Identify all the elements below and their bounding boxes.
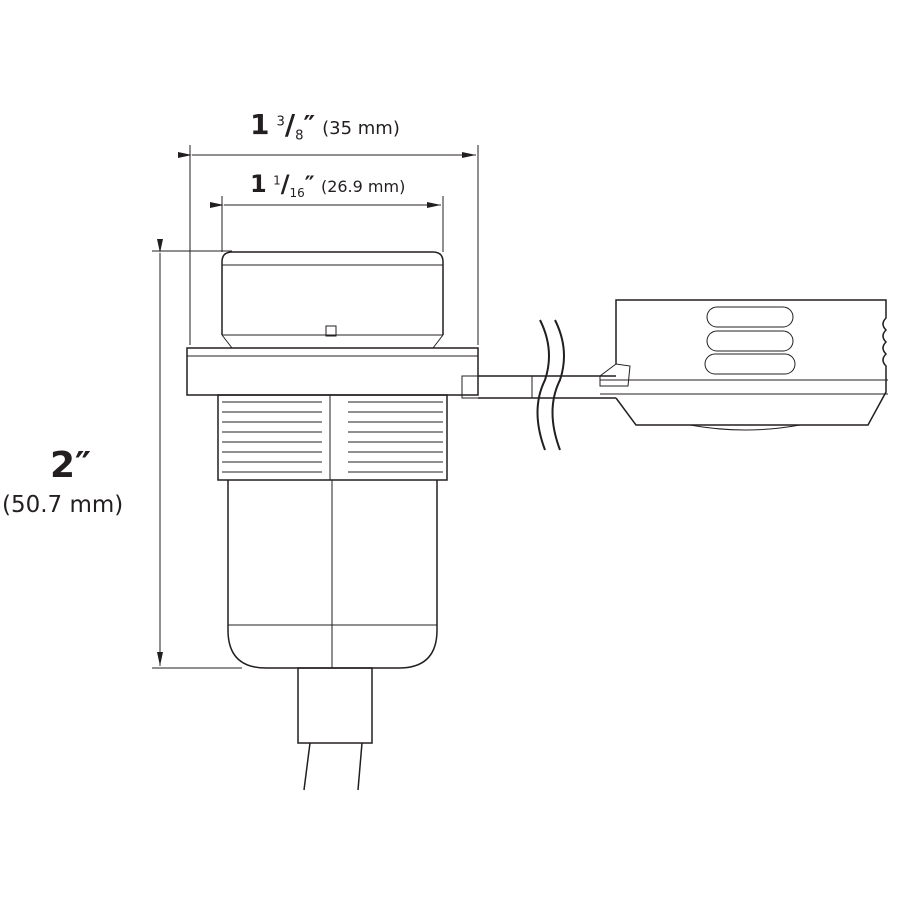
inner-width-dimension bbox=[210, 196, 444, 252]
lower-body bbox=[227, 480, 438, 669]
height-dimension bbox=[152, 239, 242, 669]
height-metric-label: (50.7 mm) bbox=[2, 492, 124, 518]
mounting-flange bbox=[186, 347, 533, 399]
height-imperial-label: 2″ bbox=[50, 445, 92, 486]
inner-width-label: 1 1/16″ (26.9 mm) bbox=[250, 170, 406, 200]
outer-width-dimension bbox=[178, 145, 479, 345]
side-cable bbox=[478, 319, 616, 451]
threaded-body bbox=[217, 394, 448, 481]
cable-stem bbox=[297, 667, 373, 791]
remote-sensor-housing bbox=[599, 299, 888, 431]
sensor-cap bbox=[221, 251, 444, 349]
outer-width-label: 1 3/8″ (35 mm) bbox=[250, 108, 400, 144]
